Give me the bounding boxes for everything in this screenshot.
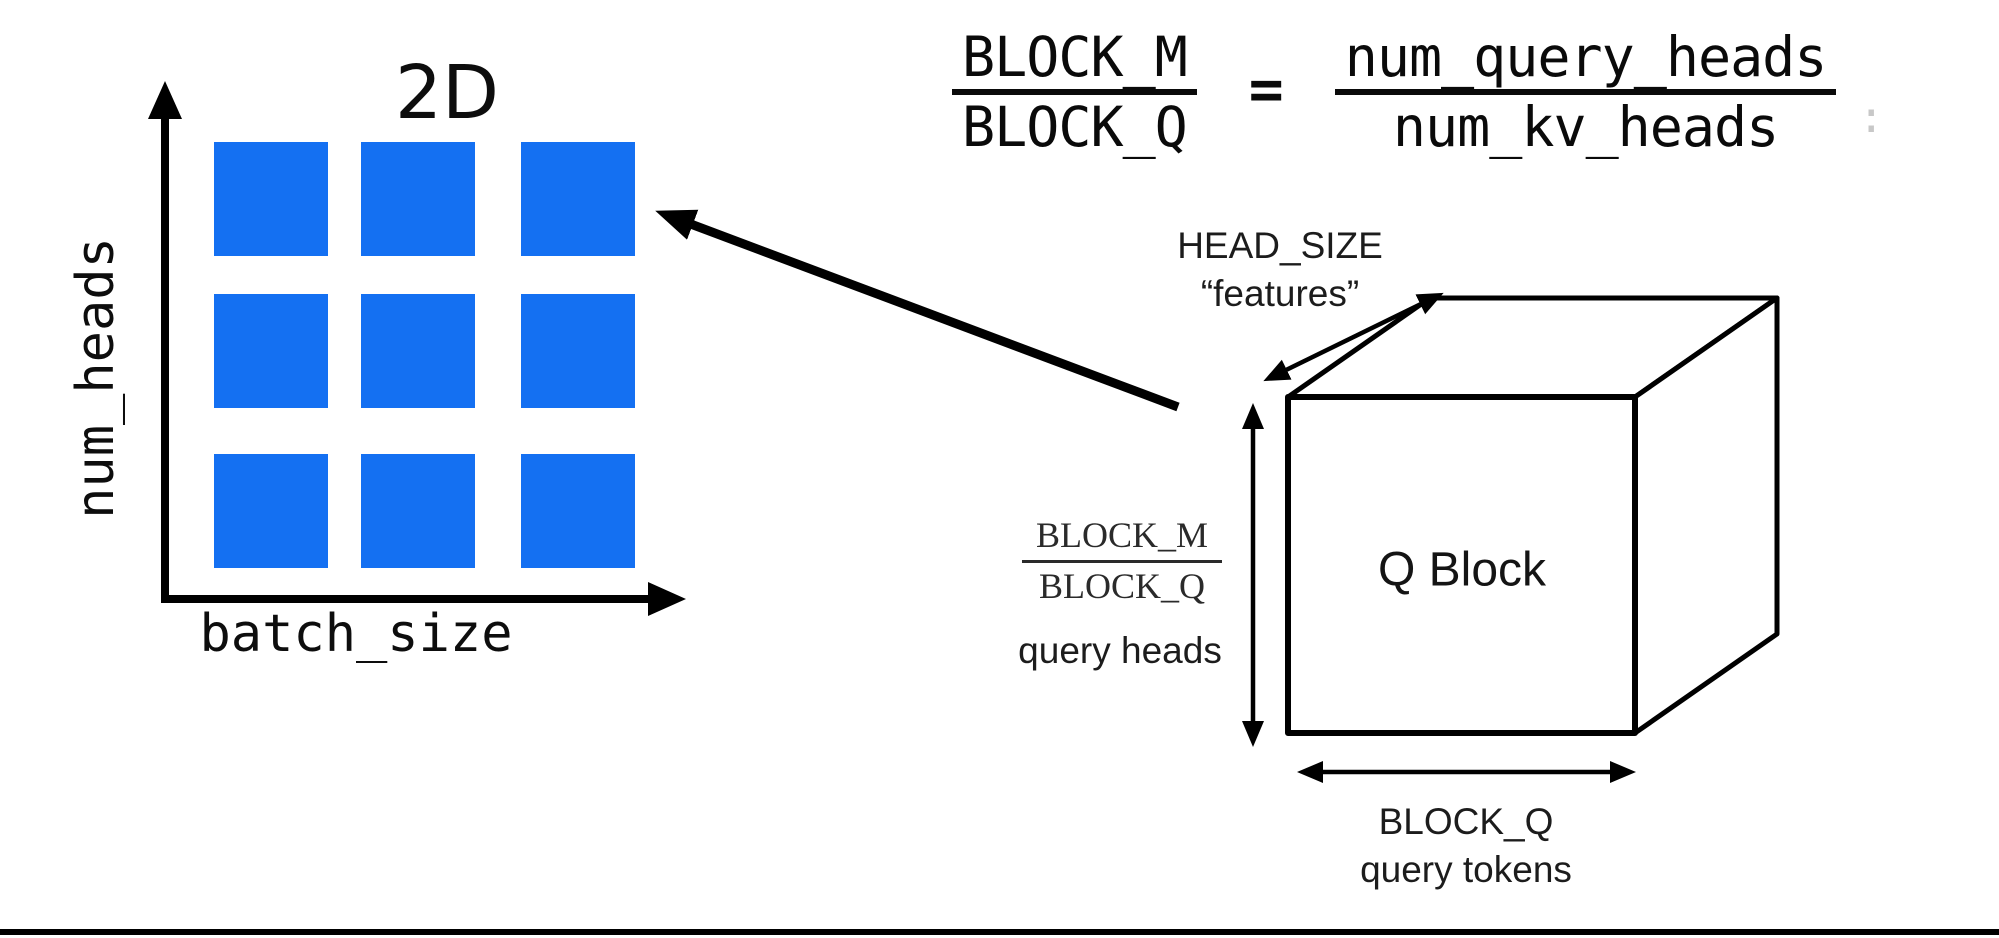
equation-rhs-fraction: num_query_heads num_kv_heads bbox=[1334, 28, 1837, 160]
grid-cell bbox=[521, 454, 635, 568]
grid-cell bbox=[361, 454, 475, 568]
grid-cell bbox=[521, 294, 635, 408]
equation-lhs-denominator: BLOCK_Q bbox=[962, 95, 1188, 160]
query-tokens-caption: query tokens bbox=[1360, 849, 1572, 891]
stray-mark: : bbox=[1858, 92, 1885, 143]
assignment-arrow bbox=[655, 209, 1180, 412]
equation-lhs-fraction: BLOCK_M BLOCK_Q bbox=[952, 28, 1197, 157]
features-label: “features” bbox=[1200, 273, 1360, 315]
y-axis-label: num_heads bbox=[66, 237, 126, 519]
block-q-width-label: BLOCK_Q bbox=[1378, 801, 1554, 842]
grid-cell bbox=[214, 454, 328, 568]
height-fraction-numerator: BLOCK_M bbox=[1021, 514, 1223, 563]
equation-rhs-denominator: num_kv_heads bbox=[1392, 95, 1779, 160]
grid-cell bbox=[214, 142, 328, 256]
depth-dimension-arrow bbox=[1263, 292, 1444, 382]
width-dimension-label: BLOCK_Q query tokens bbox=[1360, 798, 1572, 894]
bottom-rule bbox=[0, 929, 1999, 935]
equation-rhs-numerator: num_query_heads bbox=[1334, 28, 1837, 96]
grid-cell bbox=[361, 294, 475, 408]
plot-title: 2D bbox=[394, 50, 500, 136]
grid-cell bbox=[361, 142, 475, 256]
q-block-label: Q Block bbox=[1377, 543, 1547, 597]
height-fraction-denominator: BLOCK_Q bbox=[1038, 565, 1205, 606]
equation-lhs-numerator: BLOCK_M bbox=[952, 28, 1197, 96]
equals-sign: = bbox=[1248, 54, 1284, 123]
grid-cell bbox=[214, 294, 328, 408]
height-dimension-fraction: BLOCK_M BLOCK_Q bbox=[1021, 514, 1223, 609]
x-axis-label: batch_size bbox=[199, 604, 513, 664]
grid-cell bbox=[521, 142, 635, 256]
query-heads-caption: query heads bbox=[1018, 630, 1222, 671]
cube-front-face bbox=[1285, 394, 1638, 736]
head-size-label: HEAD_SIZE bbox=[1177, 225, 1383, 266]
depth-dimension-label: HEAD_SIZE “features” bbox=[1177, 222, 1383, 318]
block-ratio-equation: BLOCK_M BLOCK_Q = num_query_heads num_kv… bbox=[952, 28, 1837, 160]
